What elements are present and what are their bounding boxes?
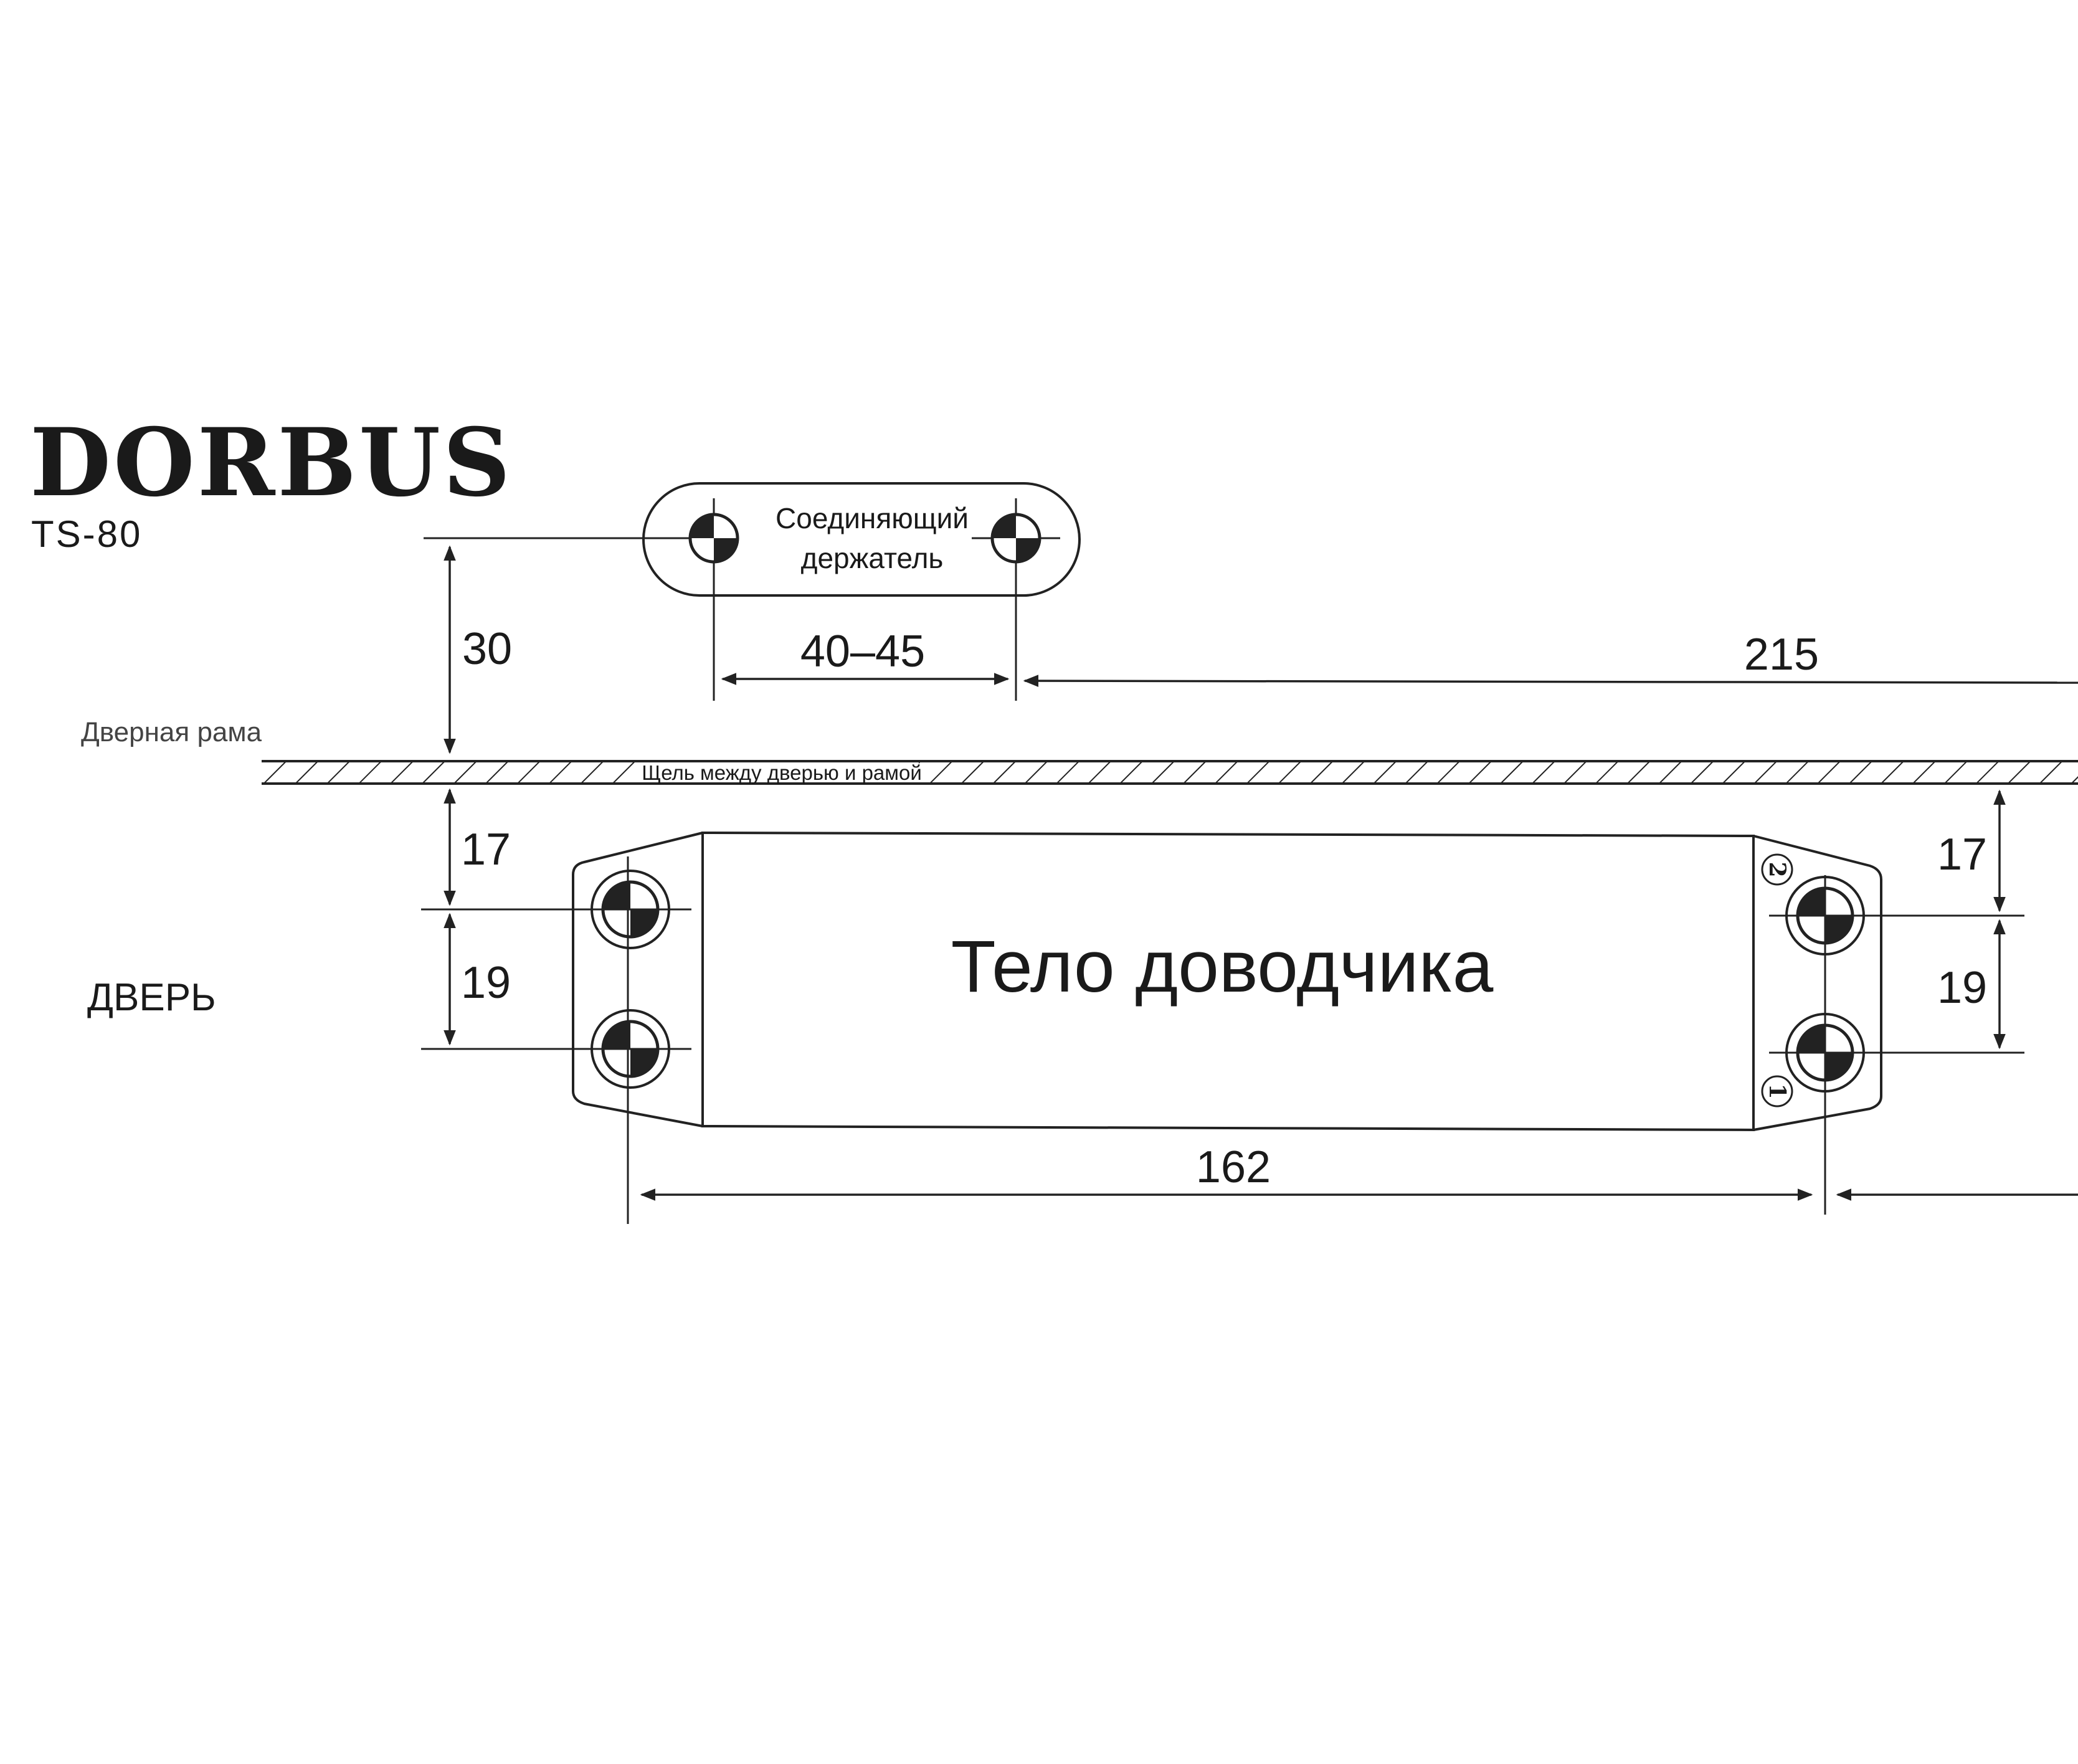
holder-label-line2: держатель (801, 542, 944, 574)
position-mark-2-text: 2 (1764, 861, 1790, 877)
dim-holder-spacing-value: 40–45 (800, 627, 925, 676)
dim-holder-offset-value: 30 (462, 624, 512, 674)
door-frame-gap: Щель между дверью и рамой (262, 760, 2078, 785)
dim-bottom-right: 19 (1937, 919, 2006, 1050)
holder-hole-left (688, 498, 739, 701)
position-mark-1: 1 (1761, 1075, 1793, 1107)
dim-holder-offset: 30 (444, 545, 512, 754)
dim-total-length-value: 215 (1744, 630, 1819, 680)
dim-bottom-right-value: 19 (1937, 963, 1987, 1013)
dim-top-right-value: 17 (1937, 830, 1987, 880)
closer-body-label: Тело доводчика (951, 926, 1494, 1008)
holder-label-line1: Соединяющий (776, 502, 969, 534)
dim-top-left-value: 17 (461, 825, 511, 875)
dim-top-left: 17 (444, 788, 511, 906)
holder-hole-right (972, 498, 1060, 701)
door-frame-label: Дверная рама (81, 717, 262, 747)
dim-bottom-left: 19 (444, 913, 511, 1046)
position-mark-1-text: 1 (1764, 1083, 1790, 1099)
position-mark-2: 2 (1761, 853, 1793, 886)
connecting-holder: Соединяющий держатель (642, 482, 1081, 597)
model-label: TS-80 (31, 513, 142, 555)
dim-top-right: 17 (1937, 789, 2006, 913)
dim-hole-spacing-value: 162 (1196, 1142, 1271, 1192)
gap-label: Щель между дверью и рамой (642, 761, 922, 784)
dim-total-length: 215 (1023, 630, 2078, 687)
dim-holder-spacing: 40–45 (721, 627, 1010, 685)
dim-hole-spacing: 162 (640, 1142, 1813, 1201)
closer-body: Тело доводчика (572, 831, 1882, 1132)
dim-bottom-left-value: 19 (461, 958, 511, 1008)
brand-title: DORBUS (30, 408, 513, 518)
door-label: ДВЕРЬ (87, 976, 216, 1019)
